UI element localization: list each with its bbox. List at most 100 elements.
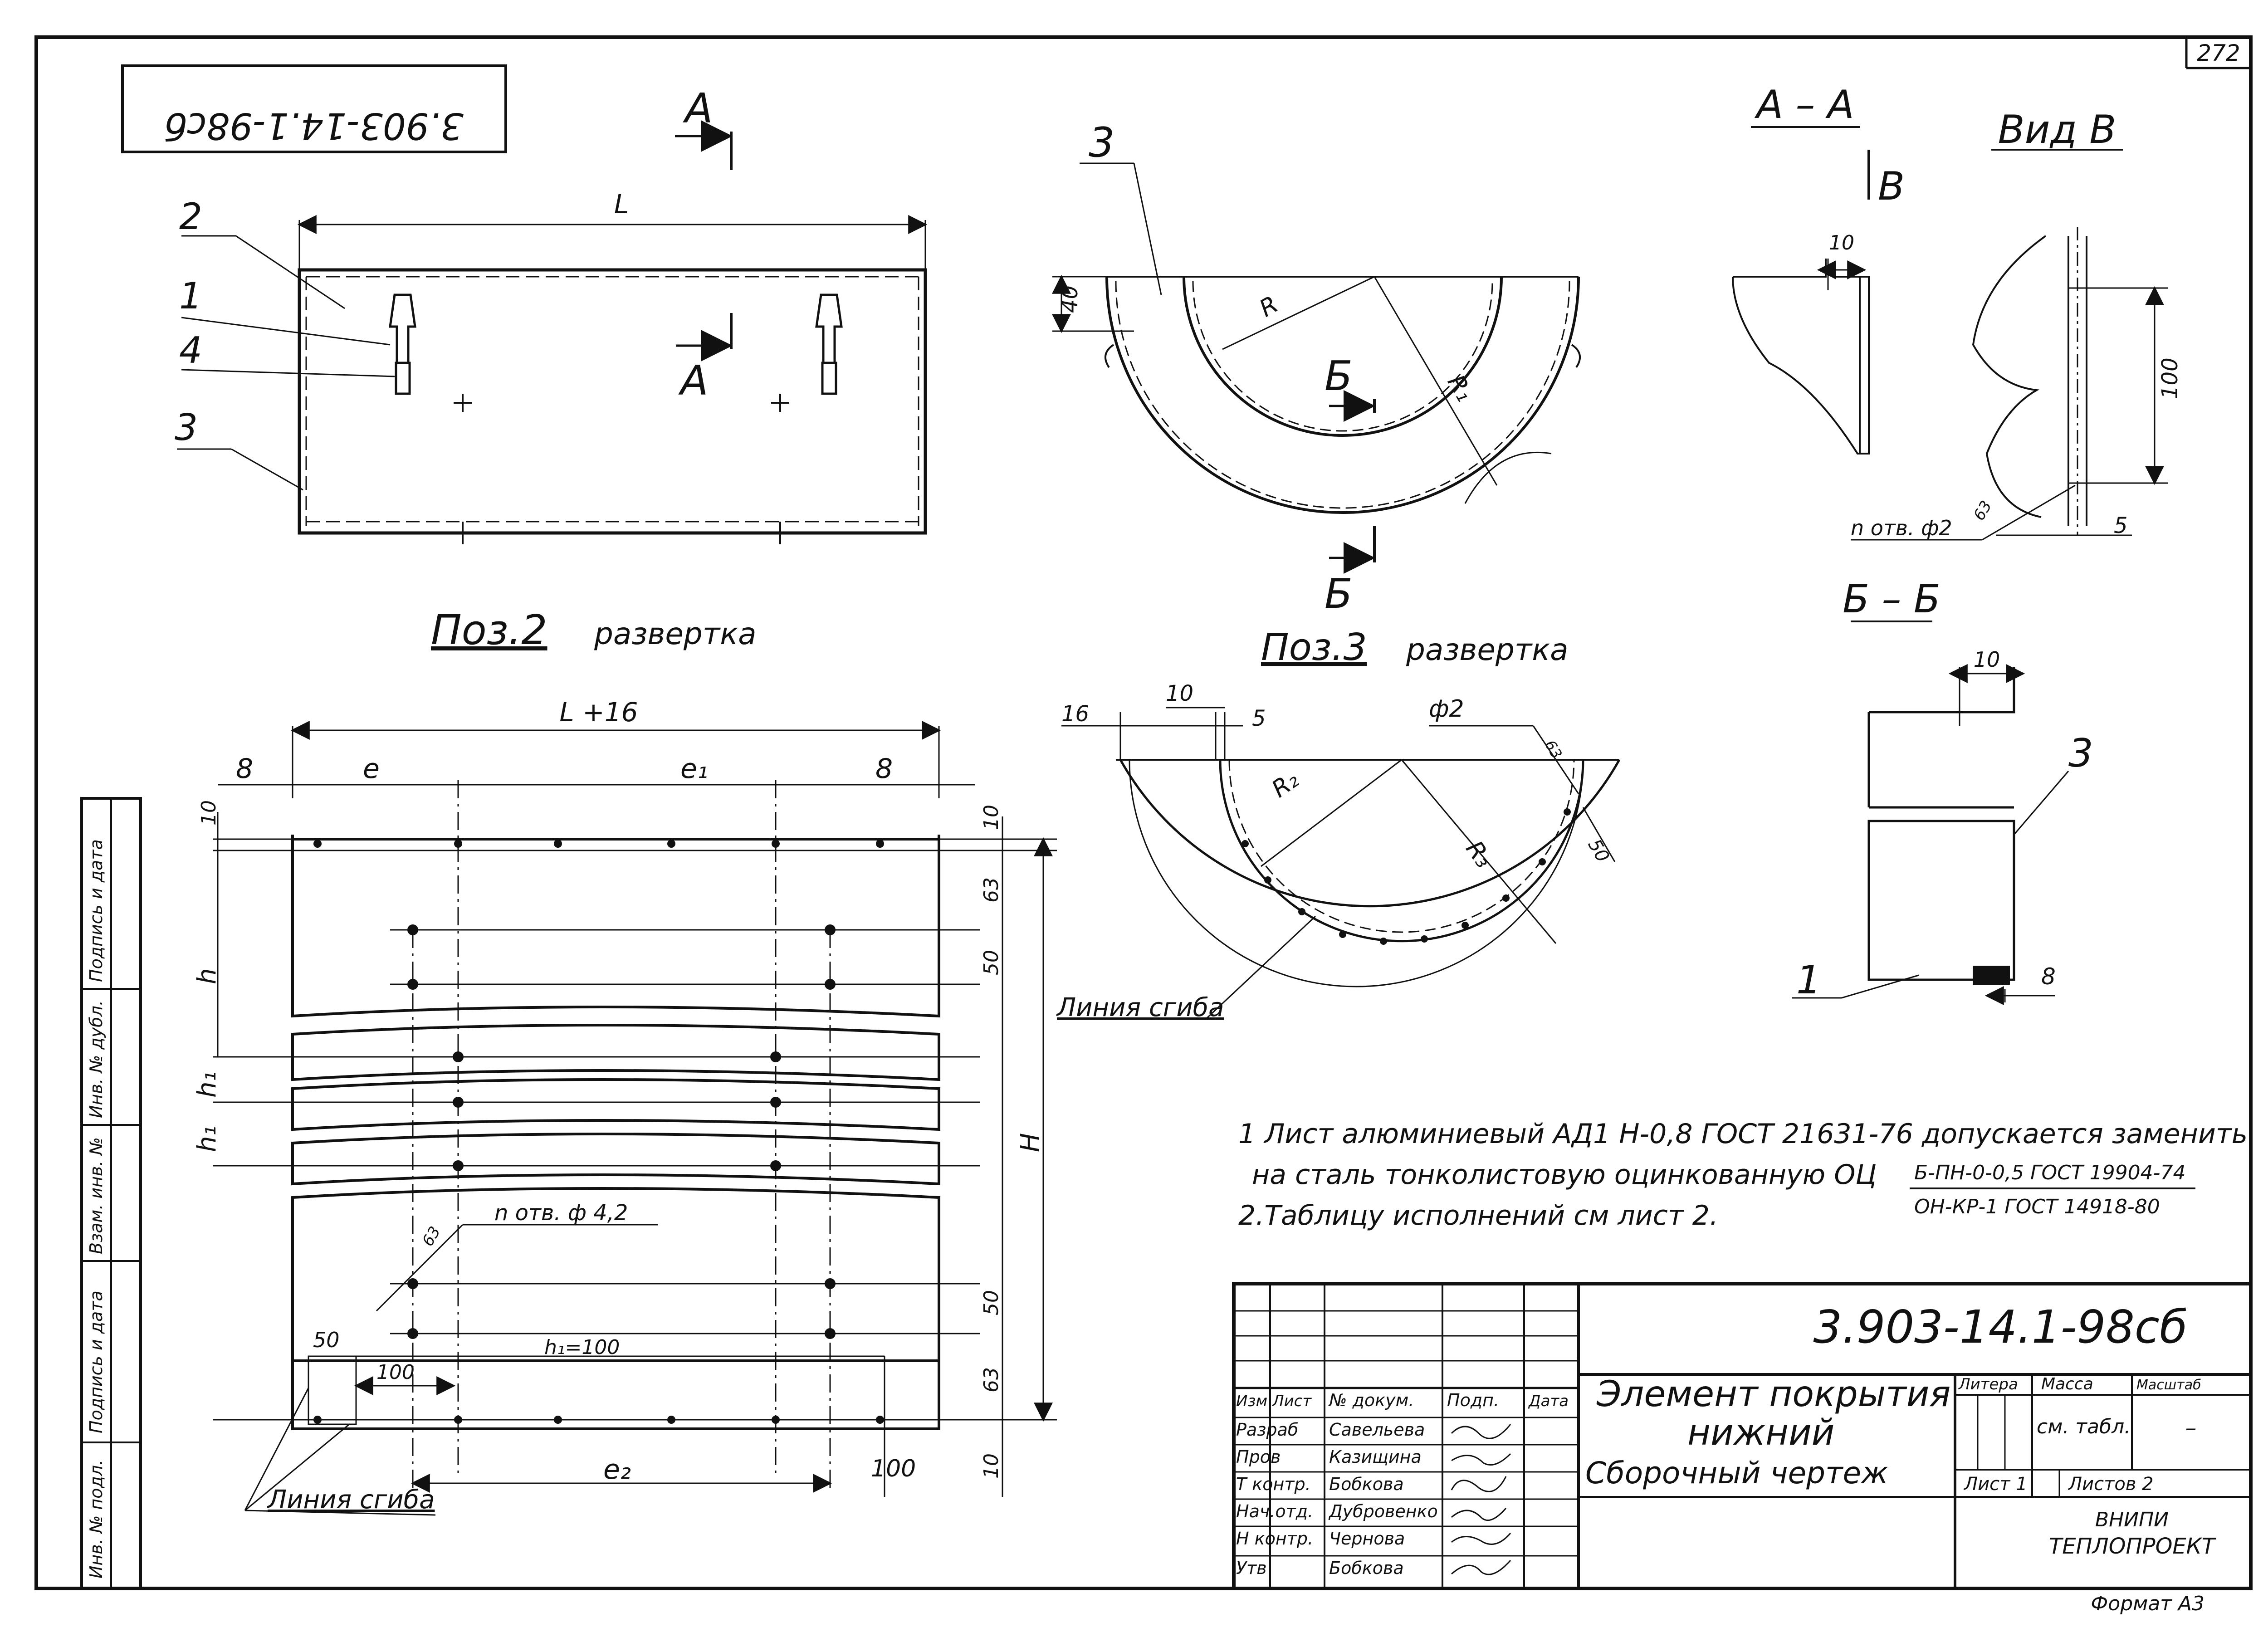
side-stamp-vzam-inv: Взам. инв. № [86,1137,106,1254]
section-AA-title: А – А [1754,82,1854,127]
view-B [1851,149,2168,541]
pos2-labels: L +16 8 e e₁ 8 10 h h₁ h₁ 10 63 50 H 50 … [192,697,1045,1515]
title-line1: Элемент покрытия [1596,1374,1950,1415]
dim-h1-a: h₁ [192,1071,222,1098]
sheets-label: Листов 2 [2068,1474,2154,1495]
pos3-razvertka: развертка [1406,632,1569,667]
org-line2: ТЕПЛОПРОЕКТ [2049,1534,2217,1559]
callout-2: 2 [179,195,202,238]
callout-4: 4 [179,329,202,371]
title-block-text: 3.903-14.1-98сб Элемент покрытия нижний … [1236,1300,2217,1578]
side-stamp-labels: Инв. № подл. Подпись и дата Взам. инв. №… [86,839,106,1578]
holes-phi2-label: n отв. ф2 [1851,516,1952,540]
role-tkontr: Т контр. [1236,1474,1311,1494]
view-B-labels: Вид В 100 5 63 n отв. ф2 [1851,107,2183,540]
pos3-heading: Поз.3 развертка [1261,626,1569,669]
role-nachotd: Нач.отд. [1236,1501,1313,1521]
pos3-labels: 16 10 5 ф2 R₂ R₃ 63 50 Линия сгиба [1056,681,1613,1022]
dim-phi2: ф2 [1429,695,1464,723]
main-view [177,120,928,544]
side-stamp-inv-dubl: Инв. № дубл. [86,1000,106,1118]
dim-8-BB: 8 [2041,963,2056,990]
col-litera: Литера [1958,1375,2018,1393]
note-fraction-top: Б-ПН-0-0,5 ГОСТ 19904-74 [1914,1161,2186,1184]
sheet-number: 272 [2197,40,2240,66]
dim-50-bottom: 50 [980,1290,1003,1315]
dim-63-pos3: 63 [1541,737,1565,762]
side-stamp-podpis-2: Подпись и дата [86,839,106,982]
half-ring-labels: 3 40 R R₁ Б Б [1057,119,1478,618]
dim-h: h [192,968,222,985]
section-B-mark-bottom: Б [1325,570,1353,618]
notes: 1 Лист алюминиевый АД1 Н-0,8 ГОСТ 21631-… [1238,1118,2248,1232]
doc-code: 3.903-14.1-98сб [1813,1300,2188,1354]
dim-16: 16 [1061,701,1089,727]
role-razrab: Разраб [1236,1420,1298,1440]
pos3-development [1061,707,1621,1019]
section-A-mark-top: А [683,85,713,132]
dim-10-AA: 10 [1829,231,1854,254]
section-A-mark-mid: А [678,357,709,405]
col-izm: Изм [1236,1392,1267,1410]
org-line1: ВНИПИ [2095,1508,2169,1531]
dim-50-pos3: 50 [1584,836,1613,866]
dim-h1-b: h₁ [192,1126,222,1152]
dim-63-top: 63 [980,877,1003,903]
dim-50-top: 50 [980,950,1003,975]
title-block [1232,1282,2253,1590]
callout-1-BB: 1 [1796,958,1821,1003]
note-1: 1 Лист алюминиевый АД1 Н-0,8 ГОСТ 21631-… [1238,1118,2248,1150]
role-prov: Пров [1236,1447,1281,1467]
role-nkontr: Н контр. [1236,1529,1313,1549]
dim-R2: R₂ [1267,766,1304,803]
name-tkontr: Бобкова [1329,1474,1404,1494]
name-nkontr: Чернова [1329,1529,1405,1549]
dim-63-bottom: 63 [980,1367,1003,1393]
holes-phi42-label: n отв. ф 4,2 [494,1200,628,1226]
name-razrab: Савельева [1329,1420,1425,1440]
bend-line-label-pos2: Линия сгиба [267,1485,435,1515]
callout-3-ring: 3 [1089,119,1114,166]
note-2: 2.Таблицу исполнений см лист 2. [1238,1200,1718,1232]
dim-10-bottom: 10 [980,1453,1003,1479]
section-B-mark-top: Б [1325,352,1353,400]
masshtab-value: – [2185,1415,2197,1441]
dim-R: R [1255,291,1283,323]
massa-value: см. табл. [2037,1415,2131,1438]
dim-5: 5 [1252,706,1266,731]
bend-line-label-pos3: Линия сгиба [1056,993,1224,1022]
dim-8-right: 8 [875,753,893,785]
view-B-title: Вид В [1998,107,2116,152]
dim-10-BB: 10 [1974,647,2000,672]
pos2-razvertka: развертка [594,616,757,651]
pos2-holes [313,840,884,1424]
sheet-frame [34,35,2253,1590]
callout-3-BB: 3 [2068,731,2093,776]
col-podp: Подп. [1447,1390,1499,1410]
signatures [1451,1424,1511,1575]
note-1-cont: на сталь тонколистовую оцинкованную ОЦ [1252,1159,1877,1191]
dim-5-viewB: 5 [2114,513,2128,538]
callout-3: 3 [175,406,198,449]
col-masshtab: Масштаб [2136,1377,2201,1393]
name-nachotd: Дубровенко [1328,1501,1438,1521]
dim-10-top-left: 10 [197,800,220,826]
note-fraction-bottom: ОН-КР-1 ГОСТ 14918-80 [1914,1195,2160,1218]
format-label: Формат А3 [2091,1592,2204,1615]
dim-63-hole: 63 [419,1223,444,1249]
name-prov: Казищина [1329,1447,1422,1467]
pos3-holes [1242,808,1571,945]
col-data: Дата [1528,1392,1569,1410]
pos3-title: Поз.3 [1261,626,1367,669]
title-line2: нижний [1687,1412,1834,1453]
col-massa: Масса [2041,1375,2093,1393]
dim-8-left: 8 [236,753,253,785]
dim-50-bl: 50 [313,1328,340,1352]
role-utv: Утв [1236,1558,1267,1578]
doc-code-stamp: 3.903-14.1-98сб [164,105,464,147]
section-BB-title: Б – Б [1843,577,1941,622]
subtitle: Сборочный чертеж [1585,1456,1888,1491]
dim-63-viewB: 63 [1970,498,1995,523]
side-stamp-podpis-1: Подпись и дата [86,1290,106,1433]
